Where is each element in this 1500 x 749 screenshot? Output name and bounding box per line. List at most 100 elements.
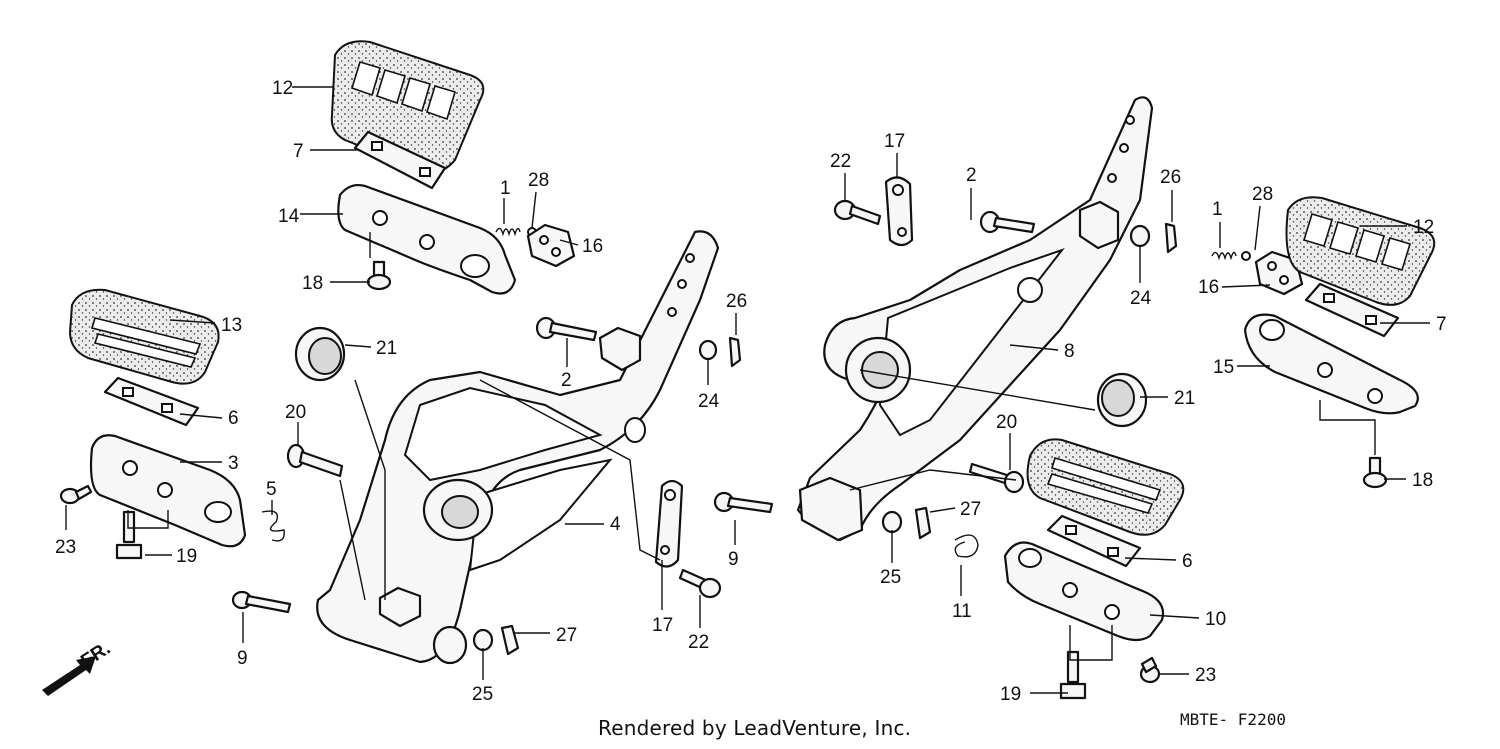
- callout-leader: [179, 413, 223, 419]
- front-direction-arrow: FR.: [42, 638, 114, 696]
- bolt-23-right: [1139, 656, 1161, 684]
- spring-11: [954, 534, 979, 558]
- callout-number: 20: [996, 412, 1017, 433]
- plate-6-right: [1046, 514, 1142, 568]
- callout-number: 7: [293, 141, 304, 162]
- bolt-18-right: [1362, 456, 1388, 489]
- callout-number: 22: [688, 632, 709, 653]
- callout-number: 16: [582, 236, 603, 257]
- callout-number: 2: [561, 370, 572, 391]
- callout-number: 27: [556, 625, 577, 646]
- callout-number: 18: [1412, 470, 1433, 491]
- washer-25-left: [472, 628, 494, 652]
- callout-number: 2: [966, 165, 977, 186]
- callout-number: 1: [1212, 199, 1223, 220]
- callout-number: 17: [652, 615, 673, 636]
- diagram-code: MBTE- F2200: [1180, 710, 1286, 729]
- bolt-18-left: [366, 260, 392, 291]
- step-bracket-3: [89, 434, 247, 548]
- callout-number: 22: [830, 151, 851, 172]
- callout-number: 12: [1413, 217, 1434, 238]
- callout-number: 13: [221, 315, 242, 336]
- callout-number: 17: [884, 131, 905, 152]
- bolt-22-right: [833, 199, 882, 226]
- callout-leader: [344, 344, 372, 348]
- callout-number: 21: [1174, 388, 1195, 409]
- cotter-26-left: [728, 336, 742, 368]
- callout-leader: [1009, 344, 1059, 351]
- cotter-26-right: [1164, 222, 1178, 254]
- callout-number: 21: [376, 338, 397, 359]
- bolt-23-left: [59, 484, 93, 505]
- link-17-right: [884, 176, 914, 247]
- bolt-19-left: [115, 510, 143, 560]
- callout-number: 28: [1252, 184, 1273, 205]
- pin-9-left: [231, 590, 292, 614]
- spring-1-left: [495, 227, 521, 237]
- footpeg-bracket-14: [337, 183, 517, 295]
- callout-number: 10: [1205, 609, 1226, 630]
- callout-number: 19: [176, 546, 197, 567]
- callout-number: 16: [1198, 277, 1219, 298]
- step-bracket-10: [1003, 541, 1165, 642]
- callout-number: 24: [1130, 288, 1152, 309]
- callout-number: 26: [1160, 167, 1181, 188]
- link-17-left: [654, 479, 684, 568]
- bolt-22-left: [678, 568, 722, 599]
- callout-number: 1: [500, 178, 511, 199]
- callout-number: 11: [952, 601, 972, 622]
- callout-number: 5: [266, 479, 277, 500]
- callout-number: 19: [1000, 684, 1021, 705]
- main-bracket-4: [316, 230, 720, 665]
- credit-text: Rendered by LeadVenture, Inc.: [598, 716, 912, 740]
- footpeg-rubber-13-left: [68, 288, 220, 385]
- callout-number: 25: [472, 684, 493, 705]
- cap-21-right: [1096, 372, 1148, 428]
- callout-number: 7: [1436, 314, 1447, 335]
- bolt-20-right: [968, 462, 1025, 494]
- callout-number: 15: [1213, 357, 1234, 378]
- callout-number: 12: [272, 78, 293, 99]
- main-bracket-8: [796, 96, 1154, 542]
- footpeg-rubber-12-right: [1285, 196, 1436, 306]
- spring-1-right: [1211, 251, 1237, 261]
- callout-number: 6: [228, 408, 239, 429]
- callout-leader: [1124, 557, 1177, 561]
- footpeg-bracket-15: [1243, 313, 1419, 415]
- callout-leader: [929, 507, 956, 513]
- callout-number: 28: [528, 170, 549, 191]
- plate-7-left: [353, 130, 447, 190]
- plate-6-left: [103, 376, 200, 427]
- washer-24-left: [698, 339, 718, 361]
- callout-leader: [559, 239, 579, 246]
- callout-number: 27: [960, 499, 981, 520]
- callout-number: 23: [55, 537, 76, 558]
- bolt-20-left: [286, 443, 344, 478]
- cotter-27-right: [914, 506, 932, 540]
- pin-2-left: [535, 316, 598, 342]
- callout-number: 23: [1195, 665, 1216, 686]
- callout-number: 3: [228, 453, 239, 474]
- callout-number: 18: [302, 273, 323, 294]
- washer-24-right: [1129, 224, 1151, 248]
- callout-leader: [1254, 205, 1261, 251]
- washer-25-right: [881, 510, 903, 534]
- callout-number: 4: [610, 514, 621, 535]
- callout-number: 24: [698, 391, 720, 412]
- callout-number: 14: [278, 206, 300, 227]
- plate-16-left: [526, 223, 576, 268]
- callout-number: 9: [237, 648, 248, 669]
- callout-number: 20: [285, 402, 306, 423]
- callout-number: 9: [728, 549, 739, 570]
- cotter-27-left: [500, 624, 520, 656]
- assembly-leaders: [127, 232, 1376, 661]
- callout-number: 25: [880, 567, 901, 588]
- spring-5: [261, 510, 285, 542]
- callout-leader: [1221, 284, 1271, 288]
- callout-number: 6: [1182, 551, 1193, 572]
- callout-leader: [531, 191, 537, 229]
- callout-number: 26: [726, 291, 747, 312]
- callout-number: 8: [1064, 341, 1075, 362]
- plate-7-right: [1304, 282, 1400, 338]
